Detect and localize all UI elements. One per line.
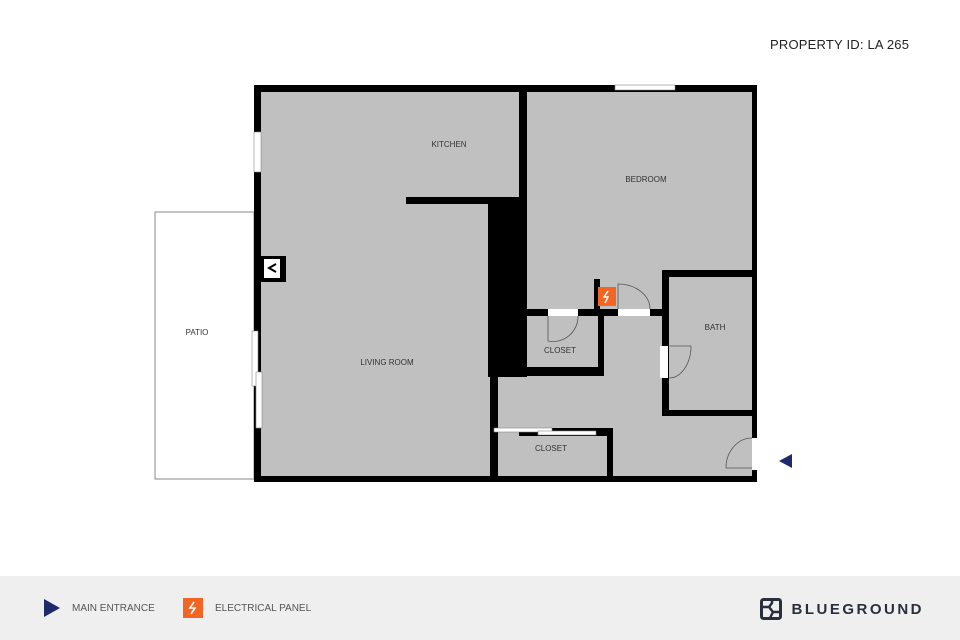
legend-label: MAIN ENTRANCE [72, 602, 155, 614]
room-label-patio: PATIO [186, 328, 209, 337]
room-label-bedroom: BEDROOM [625, 175, 667, 184]
room-label-kitchen: KITCHEN [431, 140, 466, 149]
bath-floor [669, 277, 752, 410]
legend-item-electrical-panel: ELECTRICAL PANEL [183, 576, 311, 640]
legend-footer: MAIN ENTRANCE ELECTRICAL PANEL BLUEGROUN… [0, 576, 960, 640]
floor-plan: KITCHEN BEDROOM LIVING ROOM PATIO CLOSET… [154, 84, 792, 482]
legend-label: ELECTRICAL PANEL [215, 602, 312, 614]
living-kitchen-floor [261, 92, 519, 476]
electrical-panel-icon [183, 598, 203, 618]
brand-logo: BLUEGROUND [759, 598, 925, 620]
closet-2-floor [498, 436, 607, 476]
window [614, 84, 676, 91]
room-label-bath: BATH [705, 323, 726, 332]
bedroom-floor [527, 92, 752, 270]
patio-area [154, 211, 255, 480]
brand-name: BLUEGROUND [791, 600, 924, 618]
window [253, 131, 262, 173]
blueground-logo-icon [759, 598, 782, 620]
main-entrance-arrow-icon [44, 599, 60, 617]
room-label-living-room: LIVING ROOM [360, 358, 414, 367]
legend-item-main-entrance: MAIN ENTRANCE [44, 576, 155, 640]
property-id: PROPERTY ID: LA 265 [770, 37, 910, 52]
room-label-closet: CLOSET [535, 444, 567, 453]
main-entrance-arrow-icon [779, 454, 792, 468]
closet-1-floor [527, 316, 598, 367]
sliding-door [251, 330, 259, 387]
room-label-closet: CLOSET [544, 346, 576, 355]
